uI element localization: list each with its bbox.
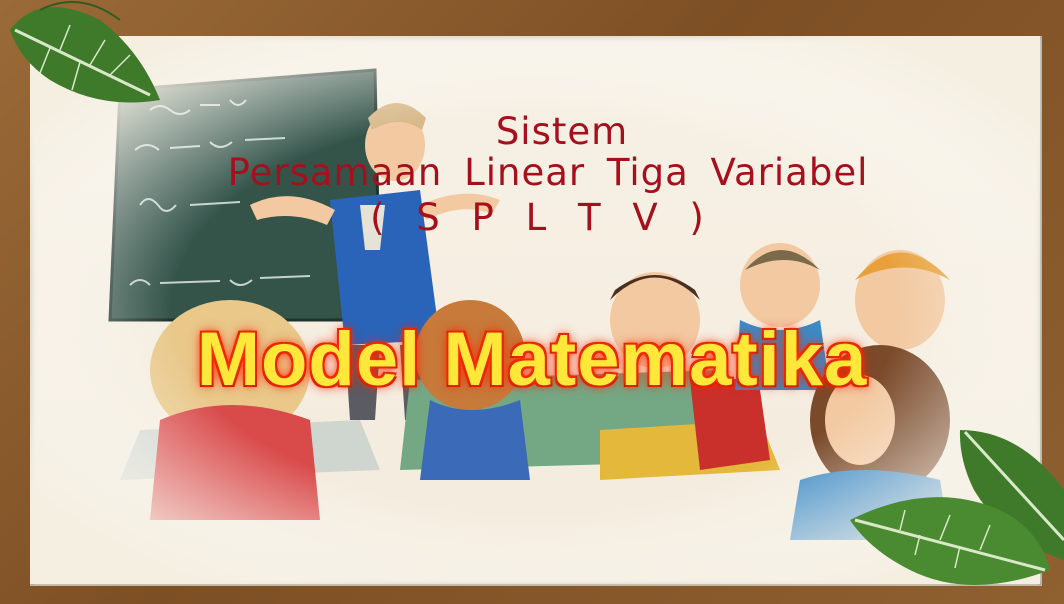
title-line-1: Sistem xyxy=(495,110,629,153)
leaf-bottom-right-icon xyxy=(850,430,1064,585)
title-line-2: Persamaan Linear Tiga Variabel xyxy=(227,151,869,194)
leaf-top-left-icon xyxy=(10,1,160,103)
vignette-overlay xyxy=(30,36,1040,584)
headline-model-matematika: Model Matematika xyxy=(196,317,868,402)
title-line-3: ( S P L T V ) xyxy=(370,196,714,239)
